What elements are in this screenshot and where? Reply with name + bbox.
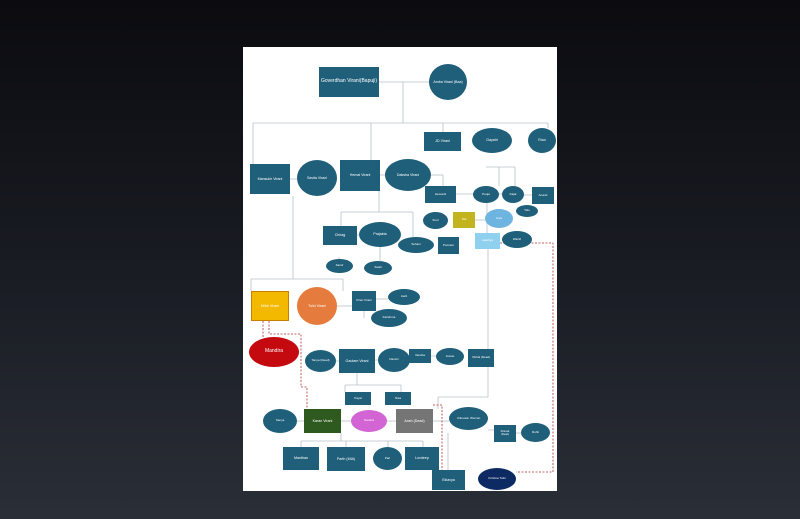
node-poonam[interactable]: Poonam — [438, 237, 459, 254]
node-eklavya[interactable]: Eklavya — [432, 470, 465, 490]
node-ansh[interactable]: Ansh (Dead) — [396, 409, 433, 433]
node-prajakta[interactable]: Prajakta — [359, 222, 401, 247]
node-jd[interactable]: JD Virani — [424, 132, 461, 151]
node-hemal[interactable]: Hemal Virani — [340, 160, 380, 191]
ronak-name: Ronak — [500, 429, 510, 434]
node-sanya[interactable]: Sanya — [263, 409, 297, 433]
ronak-status: (Dead) — [501, 432, 509, 436]
node-dia[interactable]: Dia — [453, 212, 475, 228]
node-manthan[interactable]: Manthan — [283, 447, 319, 470]
node-nisa[interactable]: Nisa — [385, 392, 411, 405]
node-gautam[interactable]: Gautam Virani — [339, 349, 375, 373]
node-hemanti[interactable]: Hemanti — [425, 186, 456, 203]
node-savita[interactable]: Savita Virani — [297, 160, 337, 196]
node-pari[interactable]: Pari — [373, 447, 402, 470]
node-amba[interactable]: Amba Virani (Baa) — [429, 64, 467, 100]
node-arya[interactable]: Arya — [485, 209, 513, 228]
node-pooja[interactable]: Pooja — [473, 186, 499, 203]
node-sruti[interactable]: Sruti — [423, 212, 448, 229]
node-rohit[interactable]: Rohit — [521, 423, 550, 442]
node-samir[interactable]: Samir — [326, 259, 353, 273]
node-chirag[interactable]: Chirag — [323, 226, 357, 245]
node-wazid[interactable]: Wazid — [502, 231, 532, 248]
node-anand[interactable]: Anand — [532, 187, 554, 204]
node-vishal[interactable]: Vishal (Dead) — [468, 349, 494, 367]
node-nandini[interactable]: Nandini — [351, 410, 387, 432]
node-damini[interactable]: Damini — [378, 348, 410, 372]
node-tulsi[interactable]: Tulsi Virani — [297, 287, 337, 325]
node-karishma[interactable]: Karishma — [371, 309, 407, 327]
node-lovdeep[interactable]: Lovdeep — [405, 447, 439, 470]
node-ronak[interactable]: Ronak (Dead) — [494, 425, 516, 442]
node-goverdhan[interactable]: Goverdhan Virani(Bapuji) — [319, 67, 379, 97]
node-gayatri[interactable]: Gayatri — [472, 128, 512, 153]
node-suhani[interactable]: Suhani — [398, 237, 434, 253]
node-aarti[interactable]: Aarti — [388, 289, 420, 305]
node-tanya[interactable]: Tanya (Dead) — [305, 350, 336, 372]
node-mansukh[interactable]: Mansukh Virani — [250, 164, 290, 194]
node-daksha[interactable]: Daksha Virani — [385, 159, 431, 191]
node-unknown[interactable]: Unknown Woman — [449, 407, 488, 430]
node-jessie[interactable]: Jessie — [436, 348, 464, 365]
dashed-connector — [268, 321, 308, 409]
node-karan[interactable]: Karan Virani — [304, 409, 341, 433]
node-parth[interactable]: Parth (MIA) — [327, 447, 365, 471]
node-tido[interactable]: Tido — [516, 205, 538, 217]
node-mihir[interactable]: Mihir Virani — [251, 291, 289, 321]
node-lakshya[interactable]: Lakshya — [475, 233, 500, 249]
node-mandira[interactable]: Mandira — [249, 337, 299, 367]
node-kiran[interactable]: Kiran Virani — [352, 291, 376, 311]
family-tree-sheet: Goverdhan Virani(Bapuji) Amba Virani (Ba… — [243, 47, 557, 491]
node-vansha[interactable]: Vansha — [409, 349, 431, 363]
node-krishna[interactable]: Krishna Tulsi — [478, 468, 516, 490]
node-swati[interactable]: Swati — [364, 261, 392, 275]
node-payal[interactable]: Payal — [345, 392, 371, 405]
node-rian[interactable]: Rian — [528, 128, 556, 153]
node-kajal[interactable]: Kajal — [502, 186, 524, 203]
